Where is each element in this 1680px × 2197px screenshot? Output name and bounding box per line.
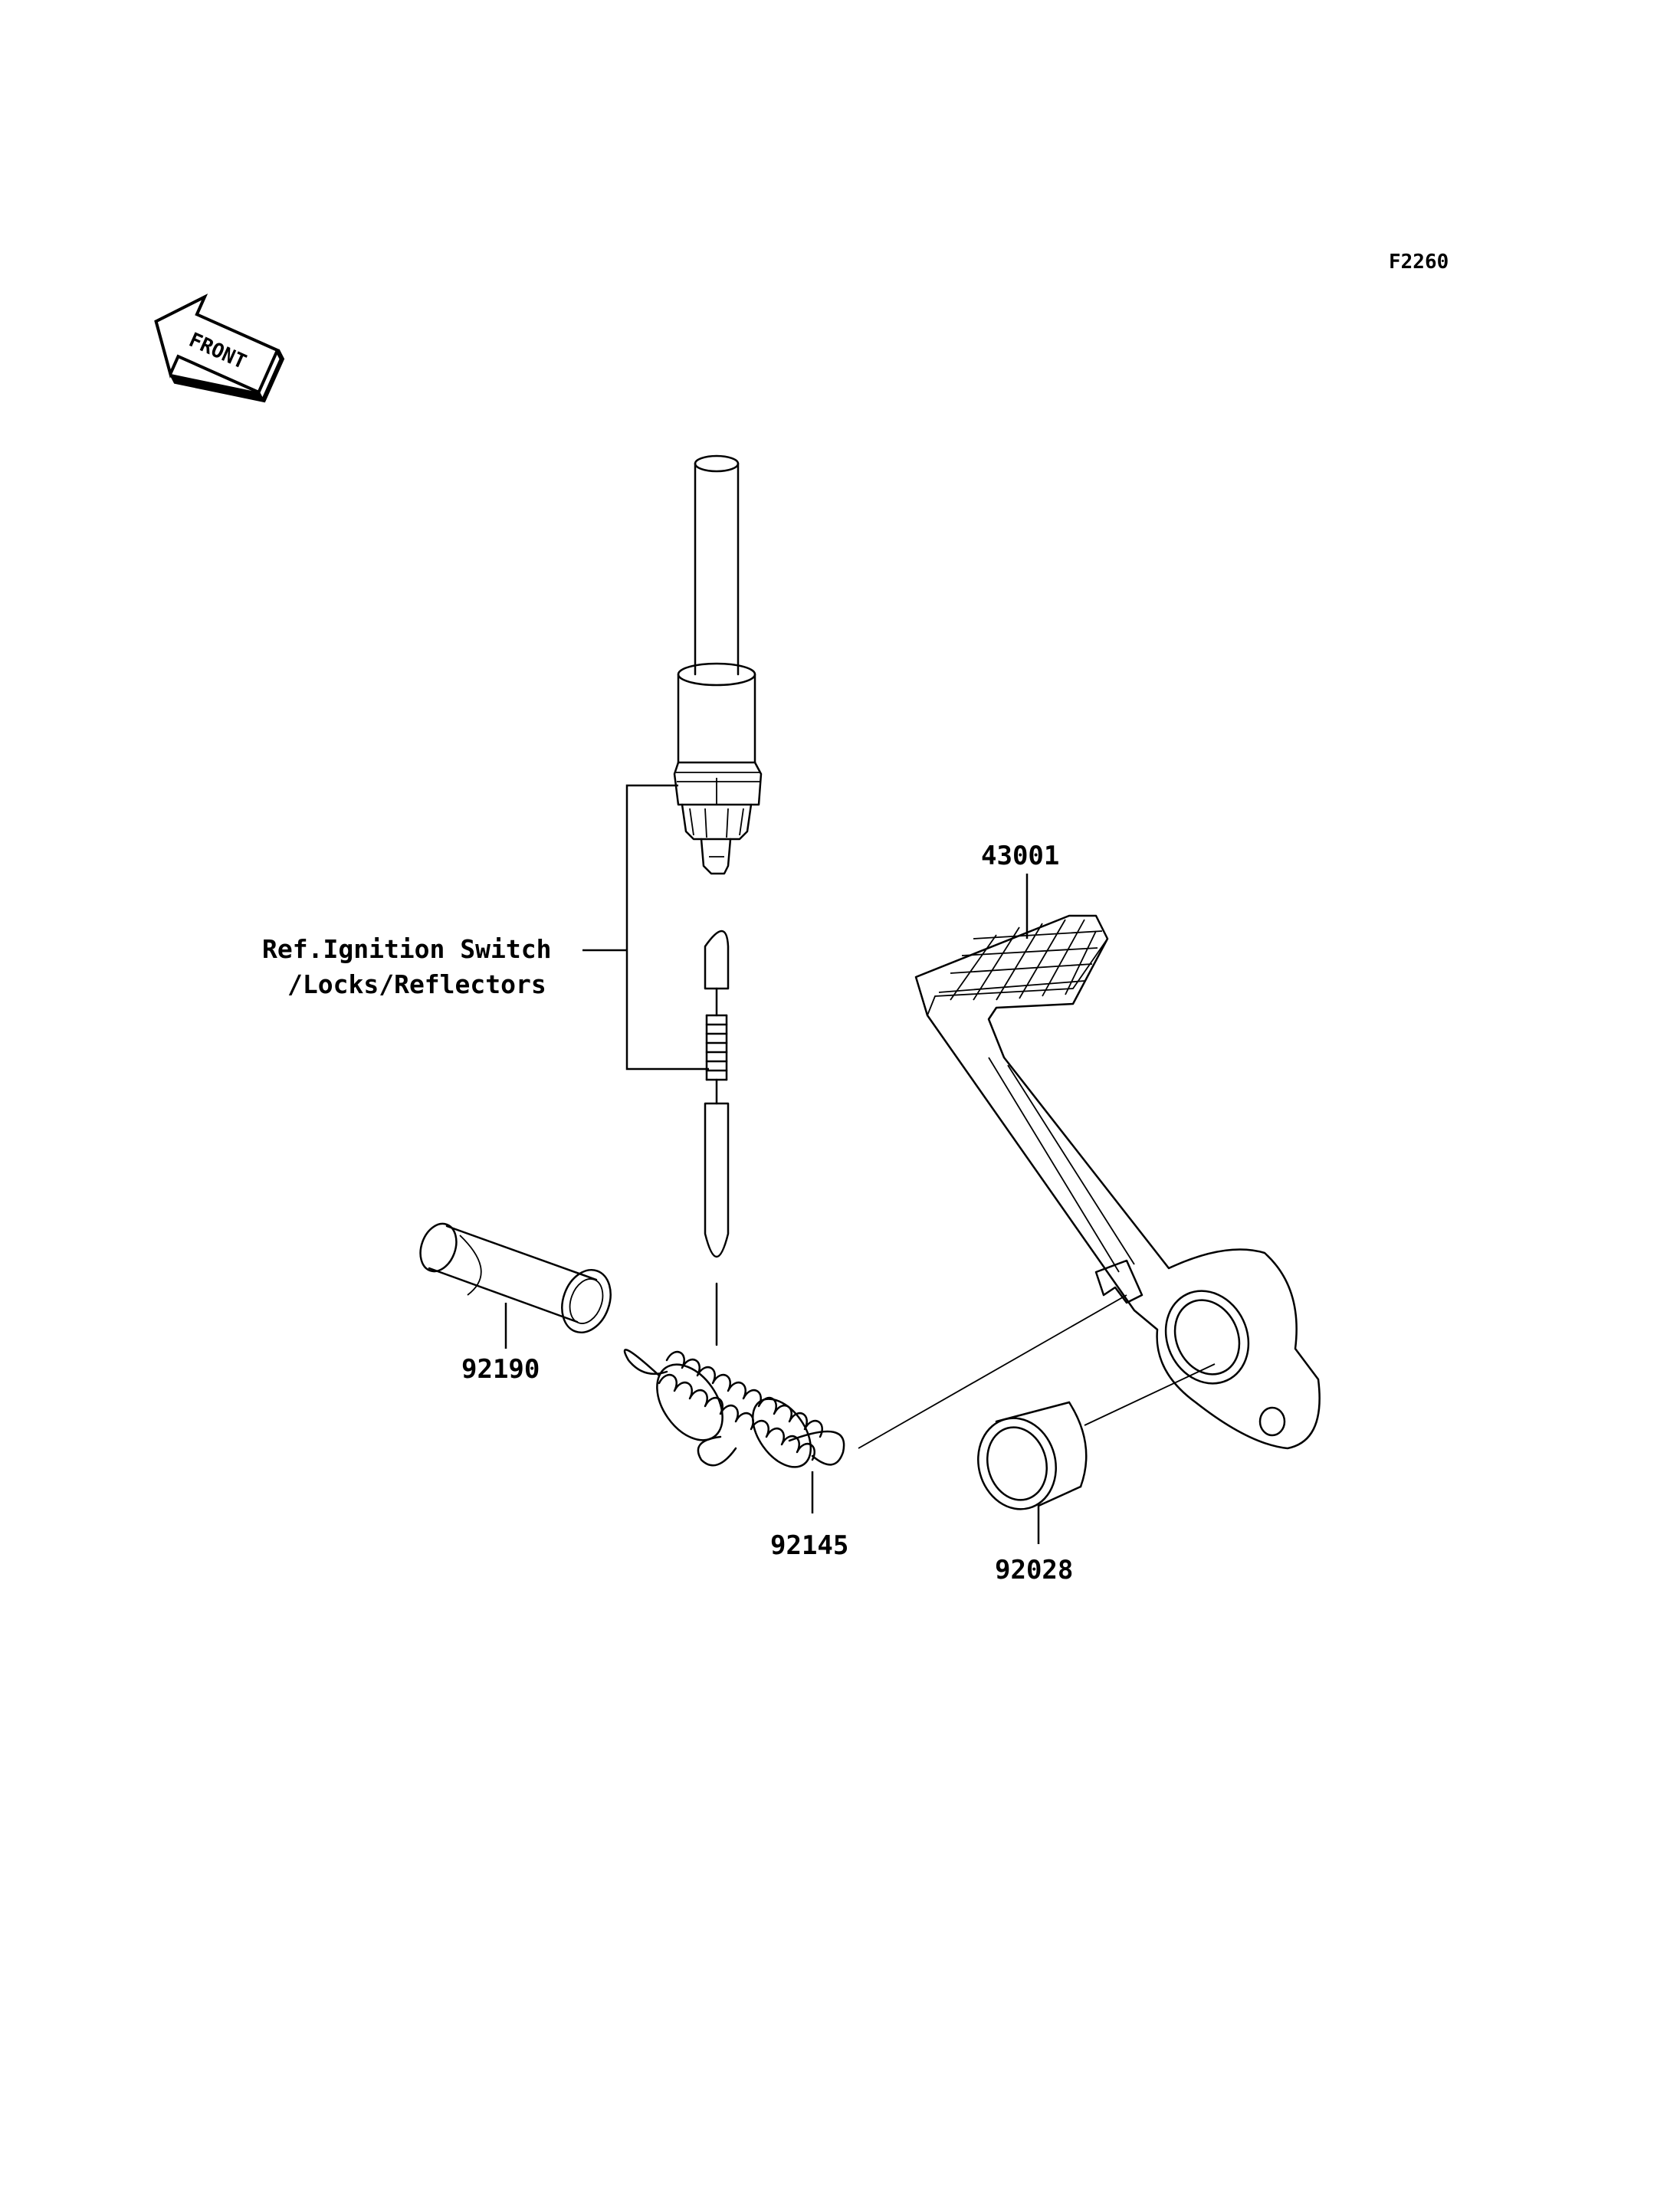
- part-number-92190: 92190: [461, 1354, 540, 1385]
- switch-plunger: [704, 930, 730, 1258]
- front-direction-arrow-icon: FRONT: [154, 293, 285, 403]
- bushing-to-pedal-line: [1084, 1363, 1216, 1426]
- part-number-43001: 43001: [981, 841, 1059, 871]
- brake-pedal-43001: [914, 914, 1321, 1450]
- bushing-92028: [977, 1401, 1088, 1510]
- reference-label-line1: Ref.Ignition Switch: [262, 934, 552, 964]
- brake-light-switch: [673, 454, 763, 875]
- sleeve-92190: [419, 1222, 612, 1334]
- part-number-92145: 92145: [770, 1530, 848, 1561]
- spring-to-pedal-line: [858, 1294, 1127, 1449]
- reference-label-line2: /Locks/Reflectors: [287, 969, 546, 999]
- part-number-92028: 92028: [995, 1555, 1073, 1585]
- diagram-code: F2260: [1389, 251, 1449, 274]
- return-spring-92145: [623, 1282, 845, 1468]
- reference-bracket: [582, 784, 709, 1071]
